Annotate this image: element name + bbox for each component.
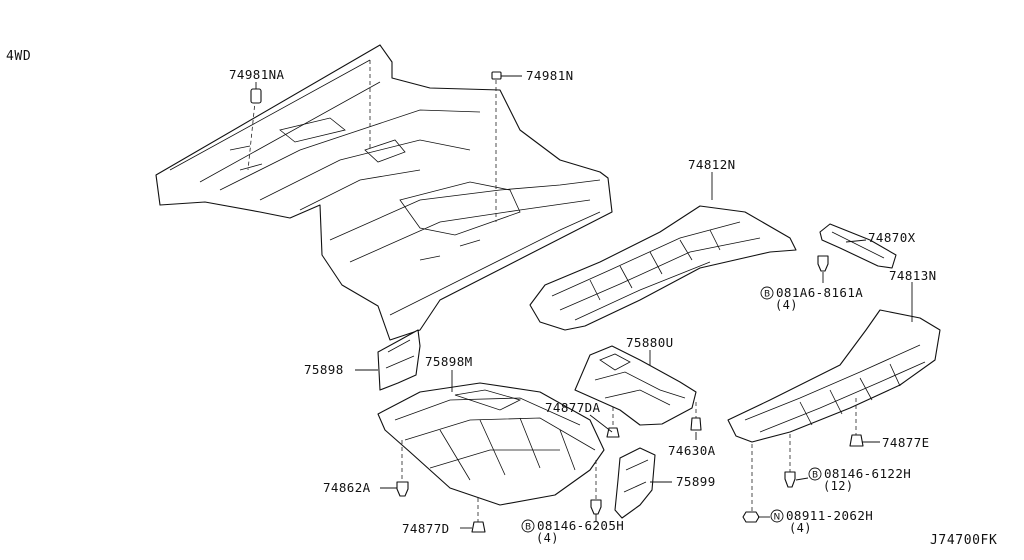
quantity: (4) [536,531,559,545]
callout-74981N: 74981N [526,68,574,83]
quantity: (4) [789,521,812,535]
rear-under-cover-74813N [727,309,941,443]
bolt-081A6-8161A [817,255,829,272]
nut-08911-2062H [742,511,760,523]
part-number: 08146-6122H [824,466,911,481]
clip-74981N [491,71,502,80]
clip-74981NA [250,88,262,104]
callout-74870X: 74870X [868,230,916,245]
fastener-callout-08146-6122H: B 08146-6122H (12) [808,466,911,493]
clip-74877E [849,434,864,447]
callout-74813N: 74813N [889,268,937,283]
callout-75898: 75898 [304,362,344,377]
center-under-cover-74812N [529,205,797,331]
part-number: 08911-2062H [786,508,873,523]
bolt-074862A [396,481,409,497]
fastener-callout-081A6-8161A: B 081A6-8161A (4) [760,285,863,312]
clip-74630A [690,417,702,431]
callout-75880U: 75880U [626,335,674,350]
callout-75899: 75899 [676,474,716,489]
floor-panel [155,44,613,341]
callout-75898M: 75898M [425,354,473,369]
bolt-symbol: B [525,523,531,533]
callout-74877E: 74877E [882,435,930,450]
fastener-callout-08911-2062H: N 08911-2062H (4) [770,508,873,535]
callout-74877D: 74877D [402,521,450,536]
variant-label: 4WD [6,49,31,64]
callout-74877DA: 74877DA [545,400,601,415]
callout-74862A: 74862A [323,480,371,495]
diagram-reference-code: J74700FK [930,533,997,548]
side-deflector-75898 [377,329,421,391]
bolt-symbol: B [764,290,770,300]
part-number: 081A6-8161A [776,285,863,300]
clip-074877D [471,521,486,533]
callout-74812N: 74812N [688,157,736,172]
part-number: 08146-6205H [537,518,624,533]
callout-74981NA: 74981NA [229,67,285,82]
front-under-cover-75898M [377,382,605,506]
bolt-symbol: B [812,471,818,481]
fastener-callout-08146-6205H: B 08146-6205H (4) [521,518,624,545]
quantity: (4) [775,298,798,312]
bracket-74870X [819,223,897,269]
side-deflector-75899 [614,447,656,519]
bolt-08146-6205H [590,499,602,515]
quantity: (12) [823,479,854,493]
cover-75880U [574,345,697,426]
bolt-08146-6122H [784,471,796,488]
nut-symbol: N [774,513,781,523]
callout-74630A: 74630A [668,443,716,458]
